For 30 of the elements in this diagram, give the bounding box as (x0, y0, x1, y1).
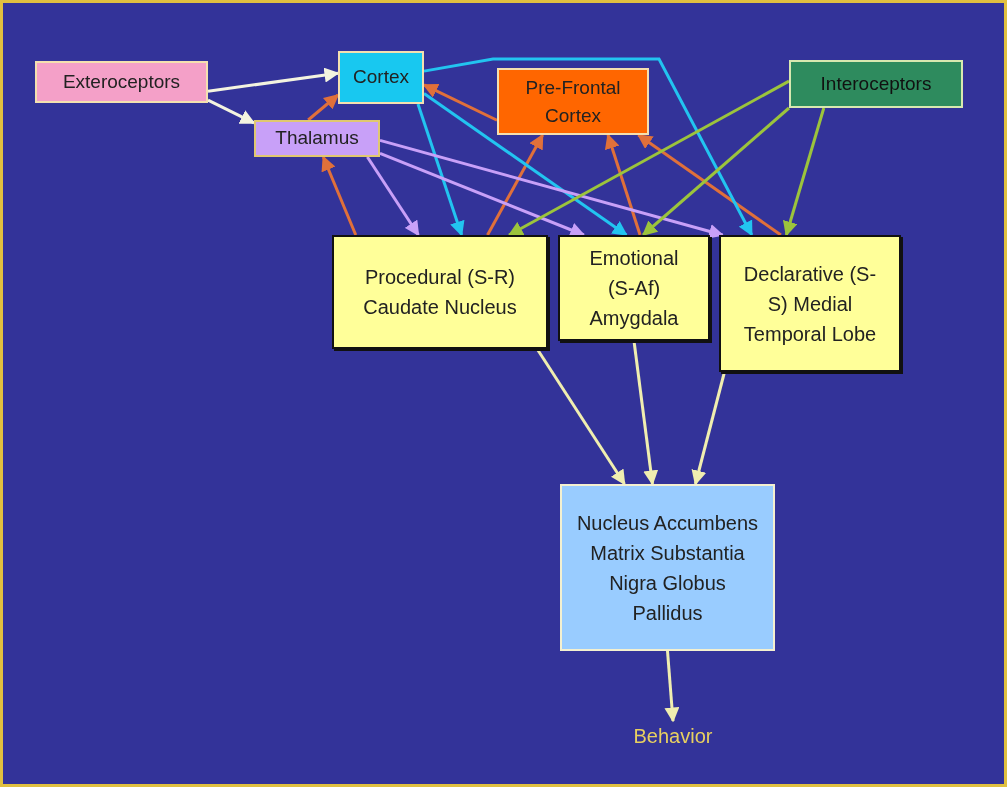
arrow (535, 348, 626, 486)
arrow (307, 93, 340, 122)
brain-region-box: Pre-Frontal Cortex (497, 68, 649, 135)
brain-region-box: Nucleus Accumbens Matrix Substantia Nigra Globus Pallidus (560, 484, 775, 651)
brain-region-box: Emotional (S-Af) Amygdala (558, 235, 710, 341)
arrow (637, 133, 782, 237)
arrow (507, 79, 790, 237)
arrow (604, 133, 642, 236)
brain-region-box: Interoceptors (789, 60, 963, 108)
arrow (486, 133, 544, 236)
brain-region-box: Declarative (S-S) Medial Temporal Lobe (719, 235, 901, 372)
arrow (379, 138, 725, 239)
arrow (321, 155, 358, 236)
brain-region-box: Procedural (S-R) Caudate Nucleus (332, 235, 548, 349)
arrow (423, 57, 754, 237)
arrow (642, 106, 790, 237)
arrow (366, 156, 420, 237)
arrow (691, 371, 726, 486)
arrow (423, 92, 628, 237)
arrow (416, 103, 465, 237)
arrow (782, 107, 826, 237)
arrow (379, 151, 586, 237)
output-label: Behavior (618, 721, 728, 751)
arrow (207, 98, 256, 125)
arrow (664, 650, 680, 723)
arrow (207, 67, 340, 93)
arrow (632, 340, 659, 486)
brain-region-box: Thalamus (254, 120, 380, 157)
brain-region-box: Exteroceptors (35, 61, 208, 103)
brain-region-box: Cortex (338, 51, 424, 104)
